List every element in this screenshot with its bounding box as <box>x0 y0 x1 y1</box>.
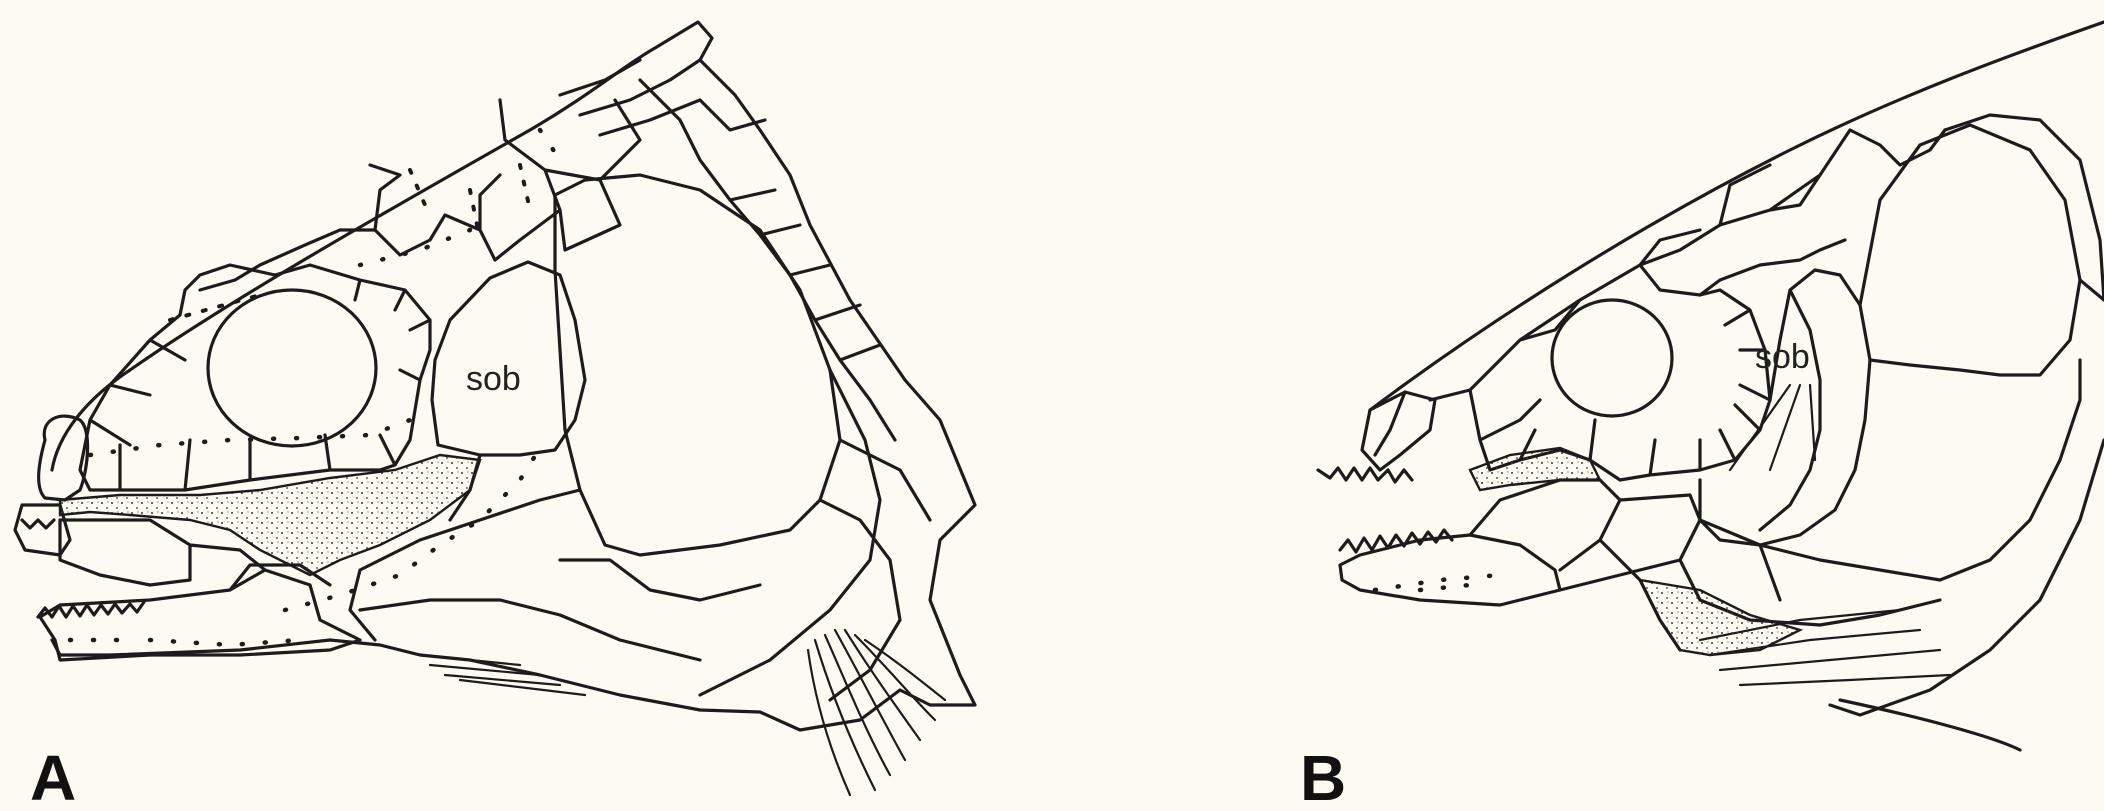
panel-label-b: B <box>1300 742 1346 811</box>
branchiostegal-rays-a <box>420 655 585 695</box>
cheek-bones-b <box>1470 360 2080 650</box>
stippled-band-b <box>1470 448 1600 490</box>
sob-pointer-lines-b <box>1730 385 1815 470</box>
orbit-b <box>1552 300 1672 416</box>
lower-jaw-a <box>40 565 360 660</box>
stippled-band-a <box>60 455 480 575</box>
pores-a <box>170 165 530 320</box>
orbit-a <box>208 290 376 446</box>
snout-tip-b <box>1362 392 1435 470</box>
sob-label-a: sob <box>466 360 521 398</box>
sensory-canal-b <box>1375 575 1500 590</box>
operculum-b <box>1860 125 2080 375</box>
ventral-outline-b <box>1840 700 2020 750</box>
skull-panel-a <box>15 22 975 795</box>
pectoral-fin-a <box>808 630 945 795</box>
circumorbital-bones-b <box>1470 290 1770 480</box>
dorsal-outline-b <box>1370 22 2104 410</box>
suborbital-bones-b <box>1700 270 1870 545</box>
skull-panel-b <box>1318 22 2104 750</box>
cheek-bones-a <box>350 370 930 700</box>
snout-tip-a <box>15 416 88 555</box>
premaxilla-teeth-a <box>22 520 54 528</box>
sob-label-b: sob <box>1755 338 1810 376</box>
opercular-margin-b <box>1830 115 2104 715</box>
roof-bones-a <box>200 100 640 290</box>
teeth-lower-b <box>1340 530 1452 552</box>
teeth-upper-b <box>1318 468 1412 482</box>
dorsal-scales-a <box>560 60 895 440</box>
operculum-a <box>555 175 840 555</box>
panel-label-a: A <box>30 742 76 811</box>
